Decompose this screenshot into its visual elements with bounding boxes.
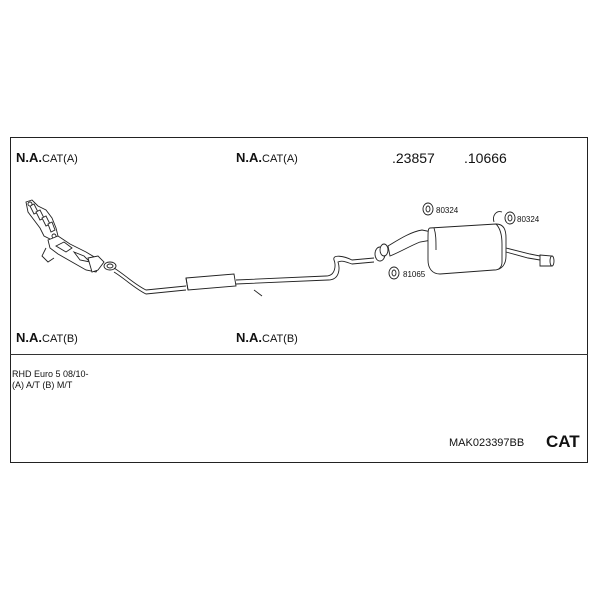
label-cat-b-left: N.A.CAT(B)	[16, 330, 78, 345]
ring-label: 81065	[403, 270, 426, 279]
part-number-2: .10666	[464, 150, 507, 166]
hanger-label-2: 80324	[517, 215, 540, 224]
label-prefix: N.A.	[236, 330, 262, 345]
pipe-clamp	[103, 261, 117, 271]
diagram-frame	[10, 137, 588, 463]
label-cat-a-right: N.A.CAT(A)	[236, 150, 298, 165]
part-number-1: .23857	[392, 150, 435, 166]
rubber-hanger-1	[422, 202, 434, 216]
middle-pipe	[235, 255, 375, 297]
vehicle-info-line-2: (A) A/T (B) M/T	[12, 380, 73, 390]
label-suffix: CAT(A)	[42, 153, 78, 165]
gasket-ring	[388, 266, 400, 280]
label-suffix: CAT(A)	[262, 153, 298, 165]
label-suffix: CAT(B)	[42, 333, 78, 345]
label-suffix: CAT(B)	[262, 333, 298, 345]
info-divider	[10, 354, 588, 355]
kit-code: MAK023397BB	[449, 437, 525, 449]
label-prefix: N.A.	[16, 150, 42, 165]
catalytic-converter	[41, 235, 105, 273]
label-prefix: N.A.	[236, 150, 262, 165]
label-cat-a-left: N.A.CAT(A)	[16, 150, 78, 165]
center-silencer	[185, 273, 237, 291]
hanger-label-1: 80324	[436, 206, 459, 215]
vehicle-info-line-1: RHD Euro 5 08/10-	[12, 369, 89, 379]
label-prefix: N.A.	[16, 330, 42, 345]
front-pipe	[113, 267, 187, 295]
cat-badge: CAT	[546, 432, 580, 451]
label-cat-b-right: N.A.CAT(B)	[236, 330, 298, 345]
exhaust-manifold	[25, 199, 59, 241]
rubber-hanger-2	[504, 211, 516, 225]
rear-silencer	[387, 211, 507, 275]
tail-pipe	[505, 247, 555, 267]
rear-flange	[374, 243, 389, 262]
